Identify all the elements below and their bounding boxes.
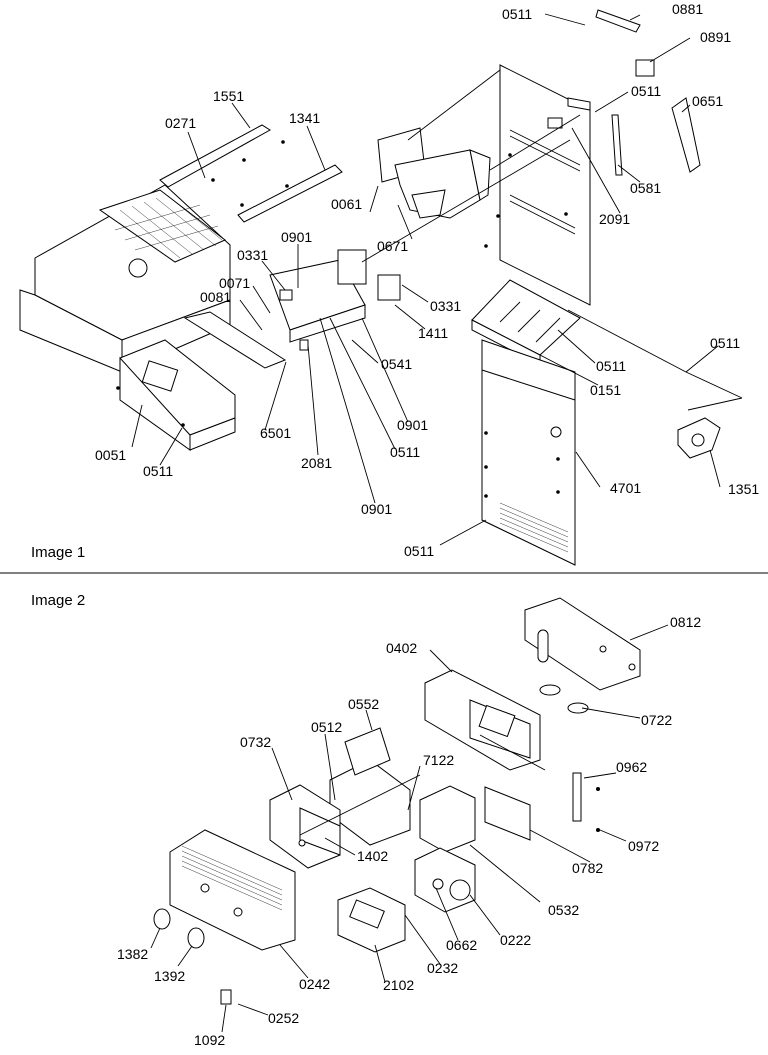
knob-part [153,908,205,949]
part-label: 0812 [670,614,701,630]
part-label: 0891 [700,29,731,45]
part-label: 2102 [383,977,414,993]
part-label: 0722 [641,712,672,728]
ice-bin-grille [114,195,223,259]
part-number-labels: 0812 0402 0722 0552 0512 7122 0732 0962 … [117,614,701,1048]
part-label: 6501 [260,425,291,441]
part-label: 0331 [430,298,461,314]
part-label: 1411 [418,325,448,341]
switch-part [677,417,721,459]
front-panel-part [481,339,576,566]
leader-lines [150,624,669,1033]
part-label: 1092 [194,1032,225,1048]
part-label: 0511 [631,83,661,99]
part-label: 0081 [200,289,231,305]
cover-part [116,311,287,451]
switch-plate-part [337,887,406,953]
control-bracket-part [269,249,401,351]
part-label: 0222 [500,932,531,948]
part-label: 0151 [590,382,621,398]
part-label: 1551 [213,88,244,104]
part-label: 0511 [143,463,173,479]
front-cover-vent [181,845,283,911]
bracket-right-part [567,9,701,176]
ice-maker-part [377,127,491,219]
clip-part [220,989,232,1005]
part-label: 0511 [404,543,434,559]
part-label: 7122 [423,752,454,768]
panel-image-1: 0511 0881 0891 0511 0651 1551 0271 1341 … [19,1,759,566]
part-label: 0901 [397,417,428,433]
part-label: 0972 [628,838,659,854]
part-label: 2081 [301,455,332,471]
part-label: 1392 [154,968,185,984]
part-label: 0541 [381,356,412,372]
part-label: 0552 [348,696,379,712]
front-cover-part [169,829,296,951]
part-label: 0331 [237,247,268,263]
part-label: 0962 [616,759,647,775]
part-label: 0782 [572,860,603,876]
part-label: 0402 [386,640,417,656]
part-label: 0232 [427,960,458,976]
part-label: 0512 [311,719,342,735]
rail-part [159,124,343,223]
front-panel-vent [499,502,569,553]
mounting-plate-part [524,597,641,691]
part-label: 0252 [268,1010,299,1026]
part-label: 0511 [710,335,740,351]
panel-caption: Image 1 [31,544,85,561]
leader-lines [131,13,743,546]
panel-image-2: 0812 0402 0722 0552 0512 7122 0732 0962 … [31,592,701,1048]
part-label: 0581 [630,180,661,196]
part-label: 0511 [596,358,626,374]
part-label: 0532 [548,902,579,918]
part-label: 0651 [692,93,723,109]
part-label: 0901 [281,229,312,245]
part-label: 0732 [240,734,271,750]
part-label: 1402 [357,848,388,864]
part-label: 0662 [446,937,477,953]
part-label: 0901 [361,501,392,517]
part-label: 0071 [219,275,250,291]
part-label: 0271 [165,115,196,131]
part-label: 0511 [390,444,420,460]
part-label: 1382 [117,946,148,962]
part-label: 0671 [377,238,408,254]
dispenser-housing-part [424,669,589,771]
part-label: 1351 [728,481,759,497]
part-label: 1341 [289,110,320,126]
part-label: 4701 [610,480,641,496]
chute-bracket-part [329,727,411,846]
part-label: 0242 [299,976,330,992]
actuator-part [414,785,531,913]
part-label: 0511 [502,6,532,22]
control-module-part [269,784,341,869]
back-panel-part [484,64,591,306]
part-number-labels: 0511 0881 0891 0511 0651 1551 0271 1341 … [95,1,759,559]
part-label: 0881 [672,1,703,17]
ice-bin-part [19,184,231,373]
part-label: 2091 [599,211,630,227]
panel-caption: Image 2 [31,592,85,609]
part-label: 0061 [331,196,362,212]
bar-part [572,772,600,832]
part-label: 0051 [95,447,126,463]
